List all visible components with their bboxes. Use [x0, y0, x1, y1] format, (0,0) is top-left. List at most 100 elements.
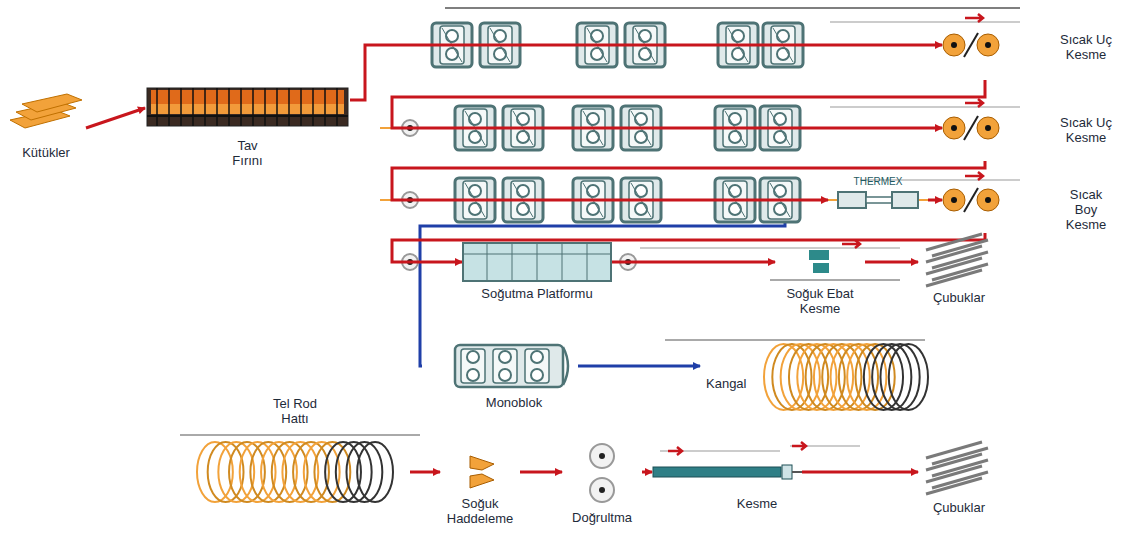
drawing-part	[943, 189, 965, 211]
drawing-part	[272, 442, 308, 502]
drawing-part	[346, 442, 382, 502]
node-label: Tel Rod Hattı	[265, 396, 325, 426]
drawing-part	[446, 48, 458, 60]
drawing-part	[864, 344, 903, 410]
process-node: Tel Rod Hattı	[180, 396, 410, 508]
drawing-part	[469, 185, 481, 197]
drawing-part	[838, 192, 866, 208]
flow-connector	[578, 365, 700, 368]
drawing-part	[240, 442, 276, 502]
drawing-part	[892, 192, 918, 208]
drawing-part	[964, 33, 978, 57]
drawing-part	[494, 30, 506, 42]
drawing-part	[635, 131, 647, 143]
drawing-part	[288, 88, 290, 126]
drawing-part	[455, 345, 563, 387]
drawing-part	[493, 349, 517, 383]
flow-arrow	[668, 447, 682, 455]
drawing-part	[252, 88, 254, 126]
monoblok-symbol	[453, 343, 575, 389]
drawing-part	[926, 270, 982, 286]
drawing-part	[304, 442, 340, 502]
process-node: Soğuk Haddeleme	[440, 450, 520, 532]
drawing-part	[563, 347, 568, 385]
drawing-part	[470, 456, 494, 470]
drawing-part	[469, 203, 481, 215]
mill-stands	[380, 23, 940, 270]
drawing-part	[866, 197, 892, 203]
drawing-part	[22, 94, 82, 112]
drawing-part	[587, 131, 599, 143]
drawing-part	[537, 244, 538, 280]
flow-connector	[642, 471, 652, 474]
node-label: Monoblok	[453, 395, 575, 410]
drawing-part	[732, 30, 744, 42]
drawing-part	[782, 465, 792, 479]
drawing-part	[276, 88, 278, 126]
drawing-part	[147, 88, 348, 126]
node-label: Sıcak Uç Kesme	[1058, 32, 1114, 62]
process-node: Soğuk Ebat Kesme	[775, 248, 865, 320]
drawing-part	[964, 116, 978, 140]
drawing-part	[216, 88, 218, 126]
node-label: Çubuklar	[918, 290, 1000, 305]
process-node: Sıcak Uç Kesme	[942, 113, 1118, 161]
drawing-part	[985, 197, 991, 203]
flow-arrow	[792, 442, 806, 450]
coldroll-symbol	[464, 454, 500, 490]
drawing-part	[732, 48, 744, 60]
base-line	[180, 435, 420, 436]
drawing-part	[635, 113, 647, 125]
drawing-part	[218, 442, 254, 502]
node-label: THERMEX	[828, 176, 928, 188]
drawing-part	[777, 48, 789, 60]
drawing-part	[469, 113, 481, 125]
node-label: Tav Fırını	[225, 138, 270, 168]
drawing-part	[880, 344, 919, 410]
billets-symbol	[10, 90, 82, 134]
thermex-symbol	[828, 190, 928, 210]
drawing-part	[147, 115, 348, 117]
drawing-part	[635, 203, 647, 215]
base-line	[665, 340, 925, 341]
node-label: Soğuk Haddeleme	[440, 496, 520, 526]
drawing-part	[590, 478, 614, 502]
drawing-part	[180, 88, 182, 126]
drawing-part	[469, 131, 481, 143]
node-label: Sıcak Boy Kesme	[1058, 187, 1114, 232]
drawing-part	[282, 442, 318, 502]
shear-symbol	[942, 115, 1002, 141]
drawing-part	[599, 487, 605, 493]
flow-arrow	[965, 99, 983, 107]
drawing-part	[951, 125, 957, 131]
drawing-part	[517, 131, 529, 143]
drawing-part	[729, 131, 741, 143]
shear-symbol	[942, 32, 1002, 58]
drawing-part	[872, 344, 911, 410]
drawing-part	[336, 88, 338, 126]
node-label: Doğrultma	[562, 510, 642, 525]
drawing-part	[943, 117, 965, 139]
drawing-part	[467, 351, 479, 363]
drawing-part	[531, 369, 543, 381]
guide-line	[830, 21, 1020, 23]
drawing-part	[517, 113, 529, 125]
drawing-part	[587, 185, 599, 197]
drawing-part	[192, 88, 194, 126]
process-node: Kesme	[652, 458, 802, 516]
drawing-part	[729, 203, 741, 215]
drawing-part	[324, 88, 326, 126]
drawing-part	[774, 185, 786, 197]
drawing-part	[777, 30, 789, 42]
process-node: Monoblok	[428, 335, 578, 415]
drawing-part	[587, 244, 588, 280]
drawing-part	[635, 185, 647, 197]
flow-arrow	[965, 14, 983, 22]
drawing-part	[499, 369, 511, 381]
drawing-part	[943, 34, 965, 56]
process-node: Tav Fırını	[145, 80, 350, 175]
drawing-part	[531, 351, 543, 363]
process-node: Çubuklar	[918, 232, 1000, 312]
drawing-part	[240, 88, 242, 126]
drawing-part	[774, 203, 786, 215]
